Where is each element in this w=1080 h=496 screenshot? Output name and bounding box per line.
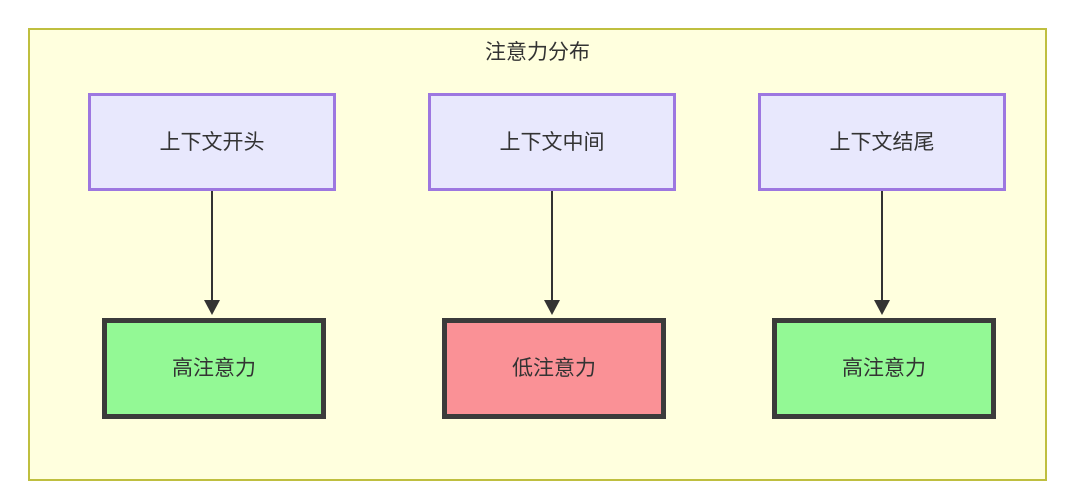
node-context-end[interactable]: 上下文结尾 <box>758 93 1006 191</box>
node-outcome-middle-low-attention[interactable]: 低注意力 <box>442 318 666 419</box>
edge-start-to-high-attention <box>211 191 213 302</box>
edge-end-to-high-attention <box>881 191 883 302</box>
arrowhead-icon <box>874 300 890 315</box>
node-outcome-end-label: 高注意力 <box>842 357 926 380</box>
node-outcome-end-high-attention[interactable]: 高注意力 <box>772 318 996 419</box>
node-context-middle[interactable]: 上下文中间 <box>428 93 676 191</box>
node-outcome-start-high-attention[interactable]: 高注意力 <box>102 318 326 419</box>
node-outcome-middle-label: 低注意力 <box>512 357 596 380</box>
node-context-middle-label: 上下文中间 <box>499 130 605 154</box>
edge-middle-to-low-attention <box>551 191 553 302</box>
arrowhead-icon <box>544 300 560 315</box>
arrowhead-icon <box>204 300 220 315</box>
node-context-start-label: 上下文开头 <box>159 130 265 154</box>
diagram-title: 注意力分布 <box>485 41 590 64</box>
node-outcome-start-label: 高注意力 <box>172 357 256 380</box>
node-context-end-label: 上下文结尾 <box>829 130 935 154</box>
node-context-start[interactable]: 上下文开头 <box>88 93 336 191</box>
